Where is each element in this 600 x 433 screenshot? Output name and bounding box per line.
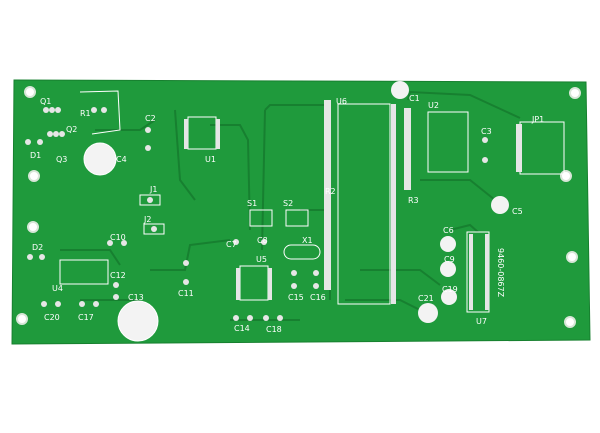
label-c19: C19: [442, 285, 458, 294]
label-c10: C10: [110, 233, 126, 242]
label-u2: U2: [428, 101, 439, 110]
label-u6: U6: [336, 97, 347, 106]
label-jp1: JP1: [531, 115, 544, 124]
label-r1: R1: [80, 109, 91, 118]
mounting-holes: [16, 86, 581, 328]
label-d1: D1: [30, 151, 41, 160]
electrolytic-capacitors: [83, 81, 509, 342]
label-c21: C21: [418, 294, 434, 303]
label-j1: J1: [149, 185, 157, 194]
label-s1: S1: [247, 199, 257, 208]
label-c14: C14: [234, 324, 250, 333]
label-c2: C2: [145, 114, 156, 123]
label-r2: R2: [325, 187, 336, 196]
label-x1: X1: [302, 236, 313, 245]
label-q3: Q3: [56, 155, 67, 164]
silkscreen-labels: Q1 Q2 Q3 D1 R1 C4 C2 U1 U6 C1 U2 C3 JP1 …: [30, 94, 544, 334]
label-c13: C13: [128, 293, 144, 302]
label-q2: Q2: [66, 125, 77, 134]
label-c20: C20: [44, 313, 60, 322]
label-u5: U5: [256, 255, 267, 264]
label-c9: C9: [444, 255, 455, 264]
label-u7-part: 9460-0867Z: [496, 248, 505, 298]
label-c16: C16: [310, 293, 326, 302]
label-c12: C12: [110, 271, 126, 280]
label-u1: U1: [205, 155, 216, 164]
label-u7: U7: [476, 317, 487, 326]
small-pads: [25, 107, 488, 321]
label-c11: C11: [178, 289, 194, 298]
label-c6: C6: [443, 226, 454, 235]
label-s2: S2: [283, 199, 293, 208]
label-c3: C3: [481, 127, 492, 136]
label-u4: U4: [52, 284, 63, 293]
label-r3: R3: [408, 196, 419, 205]
label-c18: C18: [266, 325, 282, 334]
label-j2: J2: [143, 215, 151, 224]
ic-pads: [184, 100, 522, 310]
pcb-board: [11, 79, 591, 345]
label-d2: D2: [32, 243, 43, 252]
label-c17: C17: [78, 313, 94, 322]
label-c4: C4: [116, 155, 127, 164]
label-c5: C5: [512, 207, 523, 216]
label-c8: C8: [257, 236, 268, 245]
label-c7: C7: [226, 240, 237, 249]
label-c15: C15: [288, 293, 304, 302]
label-q1: Q1: [40, 97, 51, 106]
label-c1: C1: [409, 94, 420, 103]
